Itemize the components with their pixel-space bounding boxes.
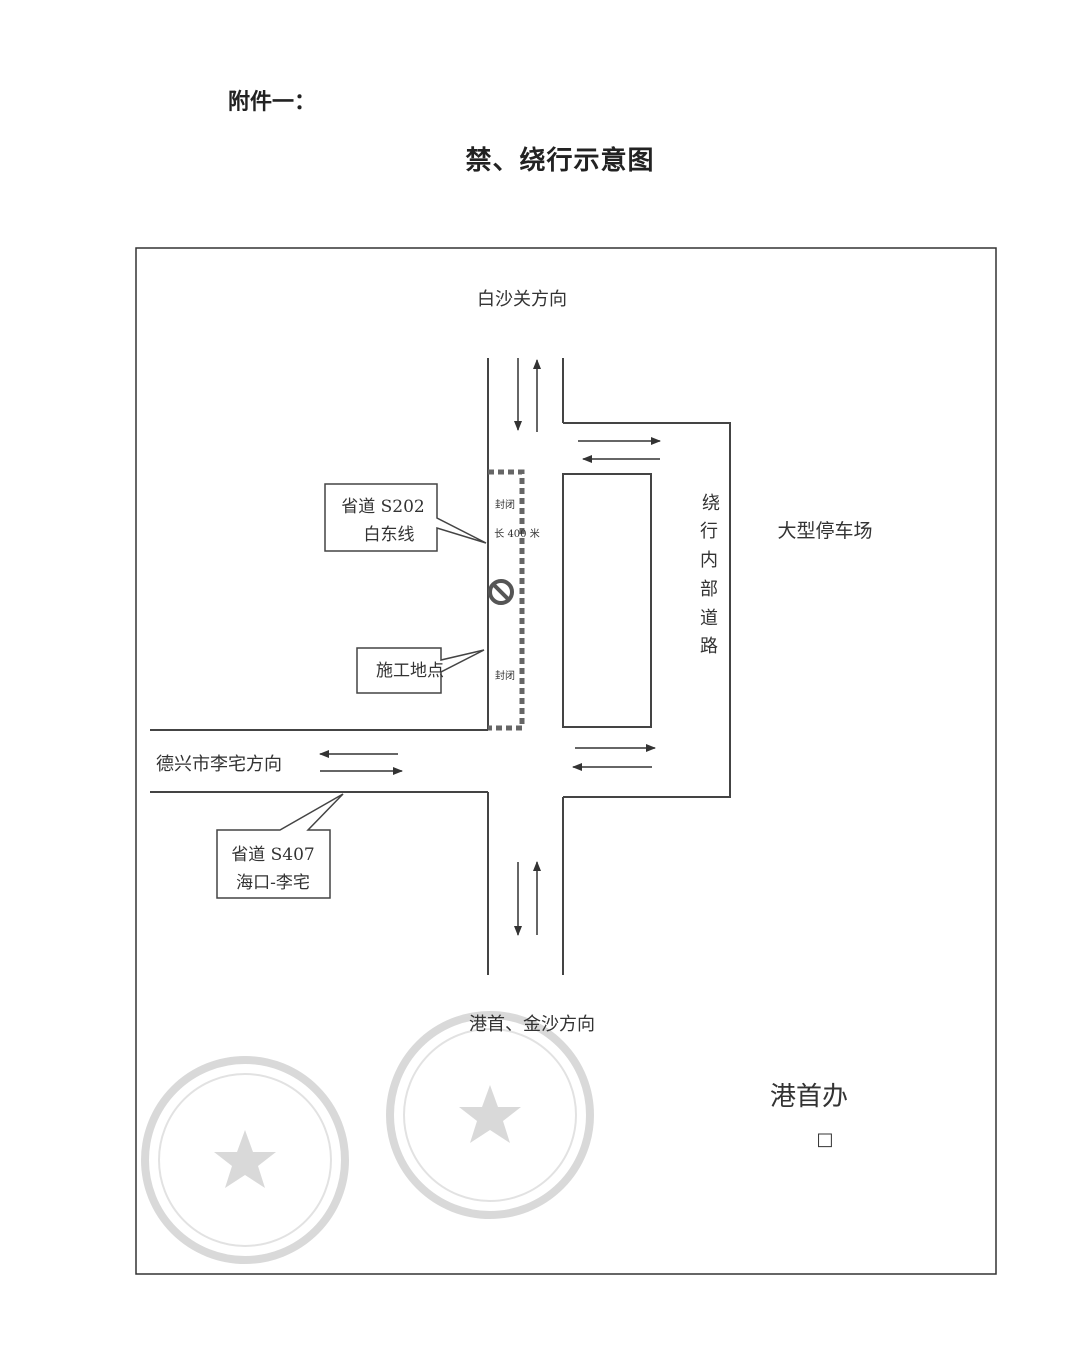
no-entry-icon <box>488 579 514 605</box>
label-office: 港首办 <box>770 1082 848 1112</box>
callout-s407: 省道 S407 海口-李宅 <box>216 793 344 899</box>
label-north-direction: 白沙关方向 <box>477 289 567 310</box>
road-s202 <box>487 358 564 975</box>
svg-text:部: 部 <box>700 579 718 600</box>
label-detour-road: 绕 行 内 部 道 路 <box>700 493 720 657</box>
svg-text:路: 路 <box>700 636 718 657</box>
svg-text:内: 内 <box>700 550 718 571</box>
attachment-label: 附件一： <box>228 90 317 115</box>
diagram-frame <box>135 247 997 1275</box>
callout-s202-line1: 省道 S202 <box>341 497 425 517</box>
label-closed-length: 长 400 米 <box>494 527 539 540</box>
label-south-direction: 港首、金沙方向 <box>469 1014 595 1035</box>
traffic-arrows <box>319 358 661 936</box>
svg-text:行: 行 <box>700 521 718 542</box>
label-closed-top: 封闭 <box>495 498 515 511</box>
label-office-box: □ <box>816 1129 833 1150</box>
page-title: 禁、绕行示意图 <box>465 146 655 176</box>
callout-construction-text: 施工地点 <box>376 661 444 681</box>
callout-s202: 省道 S202 白东线 <box>324 483 487 552</box>
callout-s202-line2: 白东线 <box>364 525 415 545</box>
label-west-direction: 德兴市李宅方向 <box>156 754 282 775</box>
road-s407 <box>150 729 488 793</box>
label-closed-bottom: 封闭 <box>495 669 515 682</box>
callout-s407-line2: 海口-李宅 <box>236 873 310 893</box>
detour-road <box>562 422 731 798</box>
star-seal-icon <box>141 1011 594 1264</box>
callout-s407-line1: 省道 S407 <box>231 845 315 865</box>
callout-construction: 施工地点 <box>356 647 485 694</box>
label-parking: 大型停车场 <box>777 520 872 542</box>
svg-text:绕: 绕 <box>702 493 720 514</box>
svg-text:道: 道 <box>700 608 718 629</box>
closed-section <box>488 469 525 731</box>
